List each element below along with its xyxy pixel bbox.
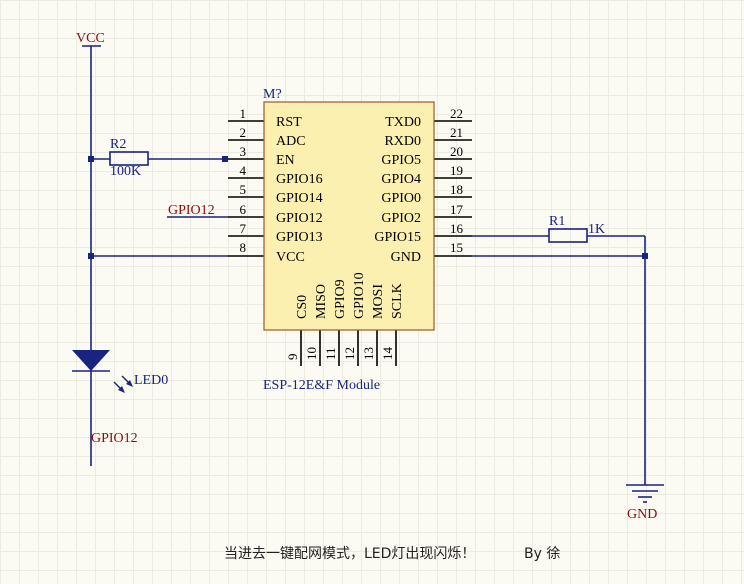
pin-22-number: 22 xyxy=(450,106,463,121)
pin-16-number: 16 xyxy=(450,221,464,236)
pin-15-number: 15 xyxy=(450,240,463,255)
pin-gpio0-name: GPIO0 xyxy=(381,191,421,206)
r1-designator: R1 xyxy=(549,214,565,229)
module-right-pin-lines xyxy=(434,120,472,257)
pin-sclk-name: SCLK xyxy=(390,283,405,319)
r1-value: 1K xyxy=(588,222,605,237)
led-gpio12-net-label: GPIO12 xyxy=(91,431,138,446)
pin-gpio13-name: GPIO13 xyxy=(276,230,323,245)
pin-21-number: 21 xyxy=(450,125,463,140)
pin-gpio9-name: GPIO9 xyxy=(333,279,348,319)
pin-6-number: 6 xyxy=(240,202,247,217)
pin-7-number: 7 xyxy=(240,221,247,236)
pin-11-number: 11 xyxy=(323,347,338,360)
resistor-r1: R1 1K xyxy=(472,214,646,256)
gnd-label: GND xyxy=(627,507,657,522)
led-designator: LED0 xyxy=(134,373,168,388)
pin-2-number: 2 xyxy=(240,125,247,140)
resistor-r2: R2 100K xyxy=(88,137,228,179)
module-right-pins: 22 21 20 19 18 17 16 15 TXD0 RXD0 GPIO5 … xyxy=(374,106,463,265)
pin-gpio2-name: GPIO2 xyxy=(381,211,421,226)
pin-rxd0-name: RXD0 xyxy=(384,134,421,149)
pin-txd0-name: TXD0 xyxy=(385,115,421,130)
module-designator: M? xyxy=(263,87,282,102)
r2-designator: R2 xyxy=(110,137,126,152)
pin-gpio12-name: GPIO12 xyxy=(276,211,323,226)
gnd-symbol-icon xyxy=(626,484,664,503)
esp12-module-body xyxy=(263,101,435,331)
module-left-pins: 1 2 3 4 5 6 7 8 RST ADC EN GPIO16 GPIO14… xyxy=(240,106,323,265)
pin-18-number: 18 xyxy=(450,182,463,197)
pin-8-number: 8 xyxy=(240,240,247,255)
pin-gpio15-name: GPIO15 xyxy=(374,230,421,245)
module-name: ESP-12E&F Module xyxy=(263,378,380,393)
vcc-label: VCC xyxy=(76,31,105,46)
led-diode-icon xyxy=(72,350,110,371)
module-bottom-pin-names: CS0 MISO GPIO9 GPIO10 MOSI SCLK xyxy=(295,272,405,319)
led-led0: LED0 GPIO12 xyxy=(72,256,168,466)
pin-gpio4-name: GPIO4 xyxy=(381,172,421,187)
pin-gnd-name: GND xyxy=(391,250,421,265)
pin-cs0-name: CS0 xyxy=(295,295,310,319)
module-bottom-pin-numbers: 9 10 11 12 13 14 xyxy=(285,347,395,361)
pin-5-number: 5 xyxy=(240,182,247,197)
junction-gnd xyxy=(642,253,648,259)
vcc-power-port: VCC xyxy=(76,31,105,256)
module-left-pin-lines xyxy=(228,120,264,257)
r2-value: 100K xyxy=(110,164,141,179)
pin-20-number: 20 xyxy=(450,144,463,159)
pin-14-number: 14 xyxy=(380,347,395,361)
module-bottom-pin-lines xyxy=(300,330,397,366)
pin-1-number: 1 xyxy=(240,106,247,121)
pin-12-number: 12 xyxy=(342,347,357,360)
pin-4-number: 4 xyxy=(240,163,247,178)
pin-19-number: 19 xyxy=(450,163,463,178)
pin-adc-name: ADC xyxy=(276,134,306,149)
pin-17-number: 17 xyxy=(450,202,464,217)
pin-gpio14-name: GPIO14 xyxy=(276,191,323,206)
author-text: By 徐 xyxy=(524,546,560,562)
pin-gpio16-name: GPIO16 xyxy=(276,172,323,187)
pin-vcc-name: VCC xyxy=(276,250,305,265)
pin-rst-name: RST xyxy=(276,115,302,130)
pin-gpio5-name: GPIO5 xyxy=(381,153,421,168)
pin-10-number: 10 xyxy=(304,347,319,360)
caption-text: 当进去一键配网模式，LED灯出现闪烁！ xyxy=(224,546,475,562)
pin-en-name: EN xyxy=(276,153,295,168)
junction-r2-en xyxy=(222,156,228,162)
pin-9-number: 9 xyxy=(285,354,300,361)
pin-gpio10-name: GPIO10 xyxy=(352,272,367,319)
gpio12-net-label: GPIO12 xyxy=(168,203,215,218)
pin-mosi-name: MOSI xyxy=(371,284,386,319)
pin-miso-name: MISO xyxy=(314,284,329,319)
junction-r2-vcc xyxy=(88,156,94,162)
pin-3-number: 3 xyxy=(240,144,247,159)
pin-13-number: 13 xyxy=(361,347,376,360)
